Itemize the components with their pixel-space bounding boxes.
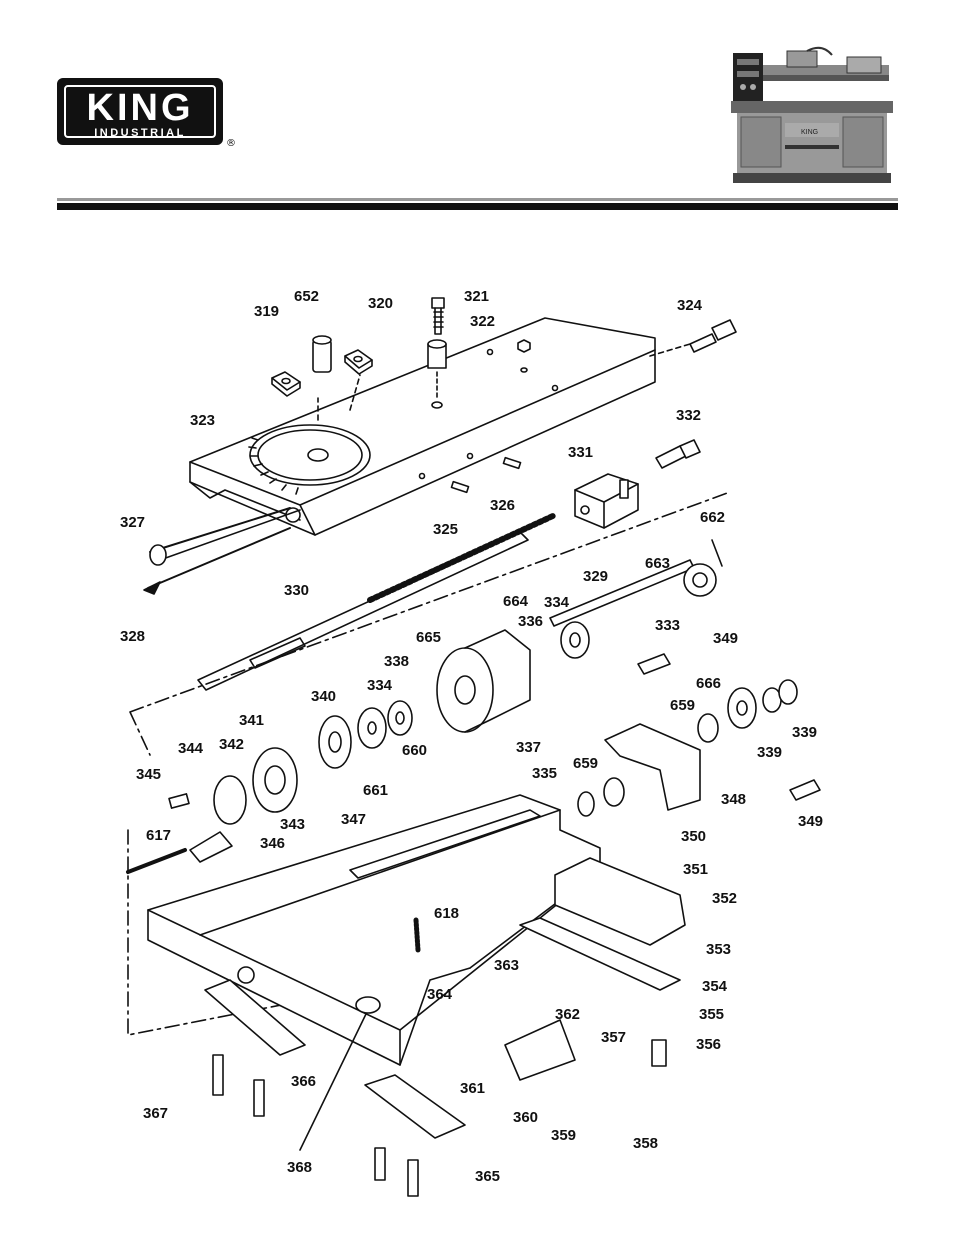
gear-662 [684,540,722,596]
part-label: 349 [798,814,823,829]
handle-346 [190,832,232,862]
part-label: 617 [146,828,171,843]
part-label: 332 [676,408,701,423]
part-label: 324 [677,298,702,313]
part-label: 329 [583,569,608,584]
part-label: 339 [757,745,782,760]
part-label: 665 [416,630,441,645]
dial-340 [319,716,351,768]
part-label: 326 [490,498,515,513]
screw-324 [650,320,736,356]
part-label: 320 [368,296,393,311]
part-label: 359 [551,1128,576,1143]
part-label: 339 [792,725,817,740]
part-label: 356 [696,1037,721,1052]
pin-652 [313,336,331,372]
part-label: 323 [190,413,215,428]
part-label: 366 [291,1074,316,1089]
part-label: 334 [367,678,392,693]
part-label: 367 [143,1106,168,1121]
part-label: 337 [516,740,541,755]
part-label: 335 [532,766,557,781]
part-label: 348 [721,792,746,807]
part-label: 368 [287,1160,312,1175]
gib-block [345,350,372,374]
part-label: 357 [601,1030,626,1045]
gib-block-319 [272,372,300,396]
part-label: 364 [427,987,452,1002]
part-label: 354 [702,979,727,994]
block-351 [555,858,685,945]
part-label: 344 [178,741,203,756]
strip-365 [365,1075,465,1138]
part-label: 331 [568,445,593,460]
gear-334-lower [388,701,412,735]
part-label: 361 [460,1081,485,1096]
part-label: 362 [555,1007,580,1022]
housing-338 [437,630,530,732]
part-label: 328 [120,629,145,644]
washer-660 [358,708,386,748]
screw-321 [432,298,444,334]
part-label: 340 [311,689,336,704]
part-label: 666 [696,676,721,691]
collar-666 [728,688,756,728]
part-label: 341 [239,713,264,728]
part-label: 618 [434,906,459,921]
part-label: 319 [254,304,279,319]
part-label: 325 [433,522,458,537]
part-label: 652 [294,289,319,304]
part-label: 342 [219,737,244,752]
part-label: 345 [136,767,161,782]
part-label: 661 [363,783,388,798]
handwheel-343 [253,748,297,812]
part-label: 659 [670,698,695,713]
screw-345 [169,794,189,808]
part-label: 663 [645,556,670,571]
screw-356 [652,1040,666,1066]
clamp-361 [505,1020,575,1080]
part-label: 350 [681,829,706,844]
part-label: 349 [713,631,738,646]
part-label: 358 [633,1136,658,1151]
part-label: 360 [513,1110,538,1125]
part-label: 330 [284,583,309,598]
part-label: 662 [700,510,725,525]
bolt-617 [128,850,185,872]
part-label: 355 [699,1007,724,1022]
spring-618 [416,920,418,950]
screw-332 [656,440,700,468]
part-label: 322 [470,314,495,329]
part-label: 334 [544,595,569,610]
nut-block-331 [575,474,638,528]
part-label: 659 [573,756,598,771]
part-label: 351 [683,862,708,877]
part-label: 327 [120,515,145,530]
part-label: 365 [475,1169,500,1184]
part-label: 664 [503,594,528,609]
part-label: 660 [402,743,427,758]
handle-328 [144,528,290,594]
part-label: 346 [260,836,285,851]
part-label: 352 [712,891,737,906]
part-label: 363 [494,958,519,973]
part-label: 333 [655,618,680,633]
gear-334-upper [561,622,589,658]
part-label: 343 [280,817,305,832]
part-label: 336 [518,614,543,629]
lead-screw-330 [160,510,555,690]
cap-344 [214,776,246,824]
part-label: 321 [464,289,489,304]
part-label: 347 [341,812,366,827]
nuts-339 [763,680,797,712]
part-label: 353 [706,942,731,957]
part-label: 338 [384,654,409,669]
